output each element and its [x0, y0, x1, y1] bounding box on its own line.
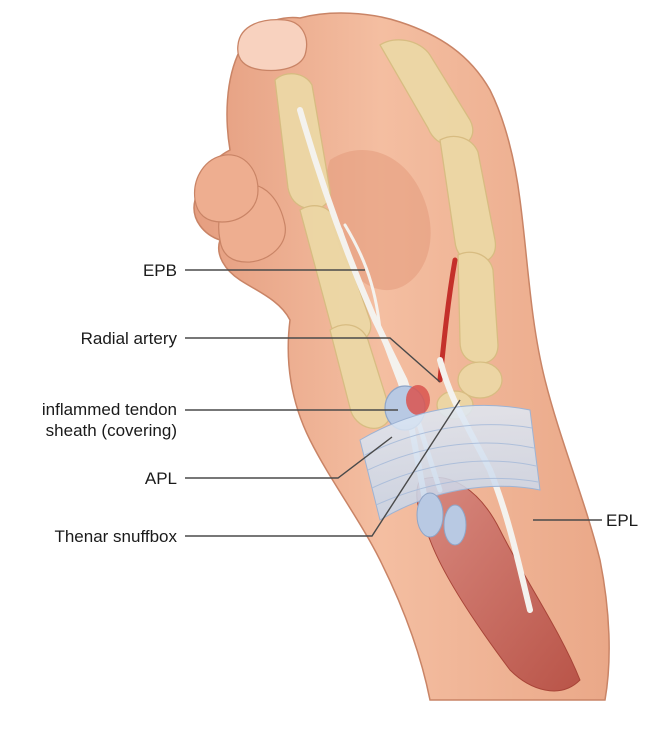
thumb-nail — [238, 20, 307, 71]
label-inflammed-tendon-sheath: inflammed tendon sheath (covering) — [42, 399, 177, 441]
finger-back-2 — [195, 155, 258, 222]
label-inflammed-line1: inflammed tendon — [42, 399, 177, 420]
label-thenar-snuffbox: Thenar snuffbox — [54, 526, 177, 547]
hand-silhouette — [194, 13, 609, 700]
label-inflammed-line2: sheath (covering) — [42, 420, 177, 441]
label-epb: EPB — [143, 260, 177, 281]
label-apl: APL — [145, 468, 177, 489]
label-radial-artery: Radial artery — [81, 328, 177, 349]
label-epl: EPL — [606, 510, 638, 531]
